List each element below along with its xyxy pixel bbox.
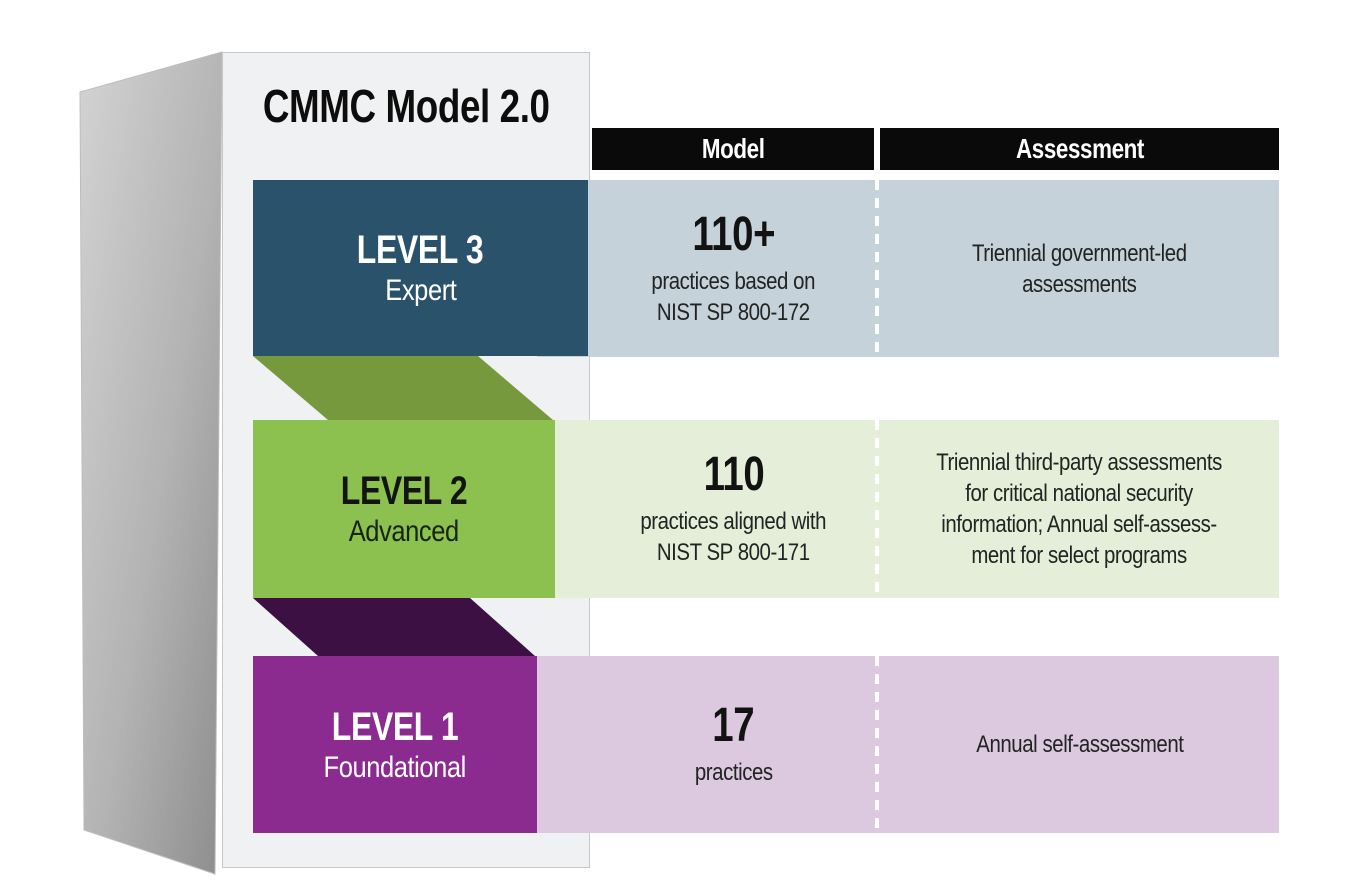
level3-assessment-text: Triennial government-led assessments	[972, 239, 1187, 298]
level2-practice-count: 110	[703, 448, 764, 501]
column-header-assessment: Assessment	[880, 128, 1279, 170]
level3-subtitle: Expert	[384, 274, 457, 307]
column-header-model: Model	[592, 128, 874, 170]
level1-practice-count: 17	[712, 699, 755, 752]
column-header-assessment-label: Assessment	[1015, 133, 1144, 164]
level3-practice-desc: practices based on NIST SP 800-172	[651, 267, 816, 326]
level1-assessment-text: Annual self-assessment	[975, 731, 1184, 758]
level1-model-cell: 17 practices	[592, 656, 875, 833]
level2-name: LEVEL 2	[340, 469, 468, 513]
level1-practice-desc: practices	[694, 759, 773, 786]
level3-assessment-cell: Triennial government-led assessments	[880, 180, 1279, 357]
level3-name: LEVEL 3	[357, 228, 484, 272]
level1-assessment-cell: Annual self-assessment	[880, 656, 1279, 833]
level2-model-cell: 110 practices aligned with NIST SP 800-1…	[592, 420, 875, 598]
level3-block: LEVEL 3 Expert	[253, 180, 588, 356]
table-row-level1: 17 practices Annual self-assessment	[537, 656, 1279, 833]
table-row-level2: 110 practices aligned with NIST SP 800-1…	[537, 420, 1279, 598]
table-row-level3: 110+ practices based on NIST SP 800-172 …	[537, 180, 1279, 357]
column-divider-dashed	[875, 656, 879, 833]
diagram-title-text: CMMC Model 2.0	[262, 80, 550, 132]
panel-3d-side	[79, 51, 223, 875]
level1-block: LEVEL 1 Foundational	[253, 656, 537, 833]
column-divider-dashed	[875, 420, 879, 598]
level2-assessment-cell: Triennial third-party assessments for cr…	[880, 420, 1279, 598]
level2-assessment-text: Triennial third-party assessments for cr…	[936, 449, 1223, 569]
column-divider-dashed	[875, 180, 879, 357]
column-header-model-label: Model	[701, 133, 765, 164]
level2-practice-desc: practices aligned with NIST SP 800-171	[640, 508, 827, 566]
level2-subtitle: Advanced	[348, 515, 460, 548]
level1-name: LEVEL 1	[331, 704, 459, 749]
level3-practice-count: 110+	[692, 207, 775, 261]
level2-block: LEVEL 2 Advanced	[253, 420, 555, 598]
level3-model-cell: 110+ practices based on NIST SP 800-172	[592, 180, 875, 357]
diagram-title: CMMC Model 2.0	[222, 80, 590, 132]
level1-subtitle: Foundational	[323, 750, 467, 784]
